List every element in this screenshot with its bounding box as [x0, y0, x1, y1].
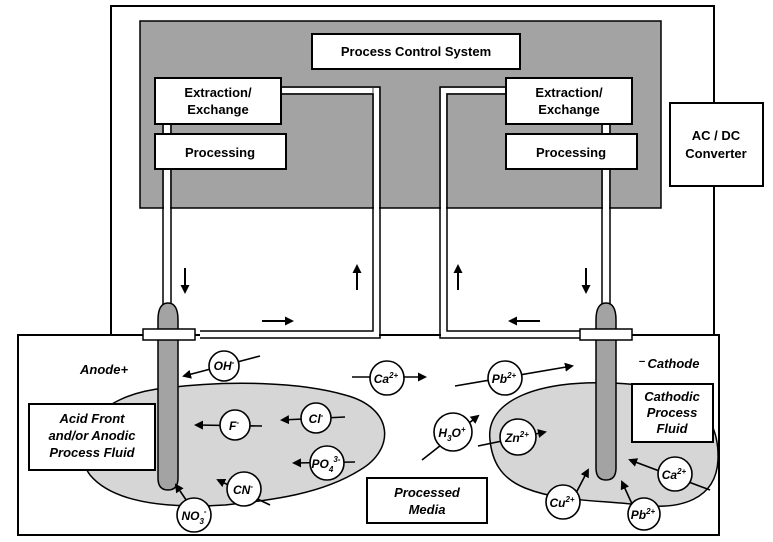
ion-ca-mid: Ca2+ — [374, 371, 399, 386]
ion-no3: NO3- — [181, 507, 206, 526]
left-processing-label: Processing — [185, 145, 255, 160]
ion-oh: OH- — [214, 358, 235, 373]
converter-line2: Converter — [685, 146, 746, 161]
cathodic-line3: Fluid — [656, 421, 688, 436]
ion-cl: Cl- — [309, 411, 324, 426]
ion-circles — [176, 350, 693, 533]
cathodic-line2: Process — [647, 405, 698, 420]
acid-front-box — [28, 403, 156, 471]
converter-line1: AC / DC — [692, 128, 741, 143]
ion-ca-right: Ca2+ — [662, 467, 687, 482]
process-control-label: Process Control System — [341, 44, 491, 59]
left-extraction-line1: Extraction/ — [184, 85, 252, 100]
ion-cn: CN- — [233, 482, 253, 497]
processed-media-box — [366, 477, 488, 524]
right-processing-box — [505, 133, 638, 170]
processed-media-line1: Processed — [394, 485, 461, 500]
acid-front-line2: and/or Anodic — [49, 428, 137, 443]
cathodic-fluid-box — [631, 383, 714, 443]
right-extraction-line2: Exchange — [538, 102, 599, 117]
right-extraction-line1: Extraction/ — [535, 85, 603, 100]
processed-media-line2: Media — [409, 502, 446, 517]
anode-electrode — [157, 302, 179, 491]
right-extraction-box — [505, 77, 633, 125]
ion-cu: Cu2+ — [549, 495, 574, 510]
acid-front-line3: Process Fluid — [49, 445, 135, 460]
process-control-box — [311, 33, 521, 70]
acid-front-line1: Acid Front — [59, 411, 126, 426]
cathode-electrode — [595, 302, 617, 481]
ion-pb-right: Pb2+ — [631, 507, 656, 522]
left-extraction-box — [154, 77, 282, 125]
left-pipe-loop — [162, 86, 381, 339]
ion-pb-mid: Pb2+ — [492, 371, 517, 386]
cathodic-line1: Cathodic — [644, 389, 700, 404]
ion-zn: Zn2+ — [504, 430, 529, 445]
anode-label: Anode+ — [79, 362, 128, 377]
ion-h3o: H3O+ — [438, 425, 465, 443]
ion-po4: PO43- — [312, 455, 341, 474]
converter-box — [669, 102, 764, 187]
right-pipe-loop — [439, 86, 611, 339]
cathode-collar — [579, 328, 633, 341]
left-processing-box — [154, 133, 287, 170]
cathode-label: ⁻ Cathode — [637, 356, 699, 371]
left-extraction-line2: Exchange — [187, 102, 248, 117]
right-processing-label: Processing — [536, 145, 606, 160]
ion-f: F- — [229, 418, 239, 433]
anode-collar — [142, 328, 196, 341]
